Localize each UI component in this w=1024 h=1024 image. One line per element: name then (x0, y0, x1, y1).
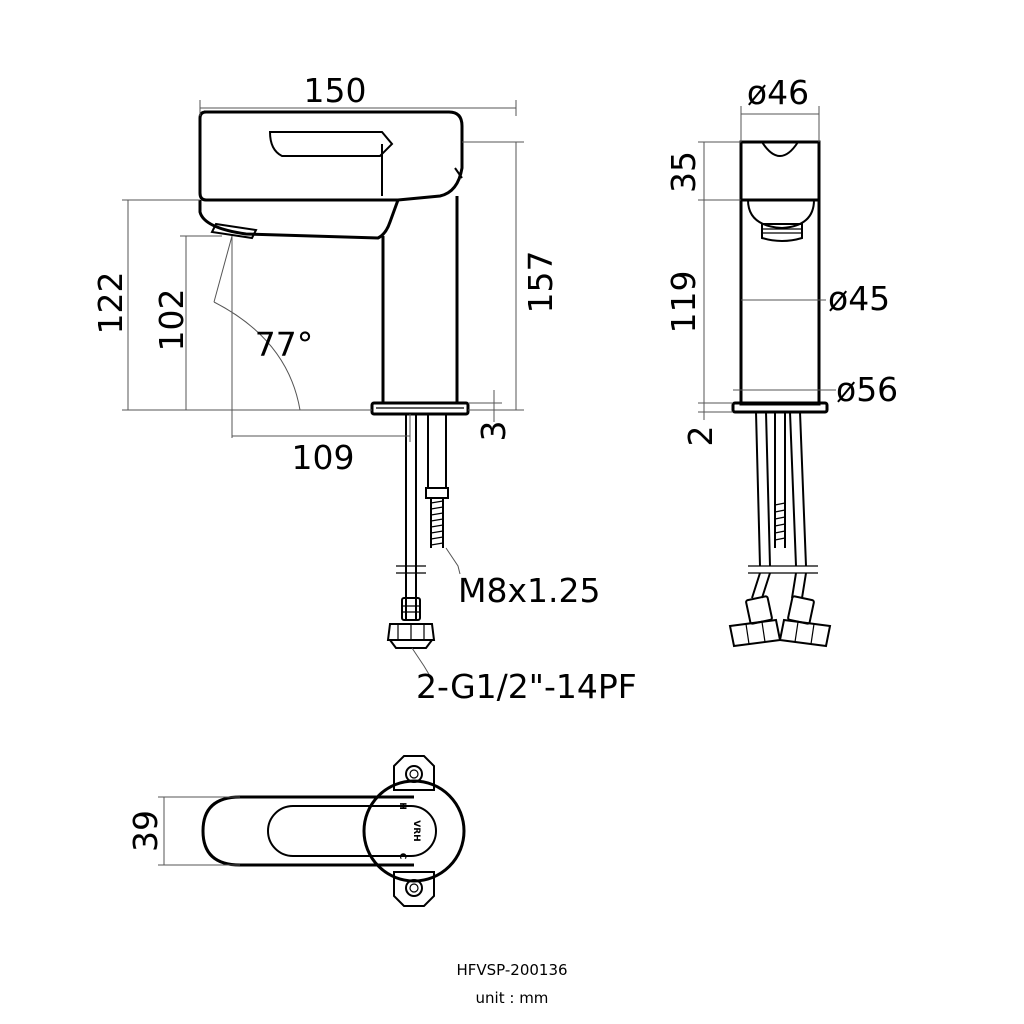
front-aerator (747, 199, 815, 242)
side-threaded-stud (430, 498, 444, 548)
stud-leader (445, 547, 461, 575)
side-reach-label: 109 (292, 438, 355, 477)
hose-leader (411, 647, 431, 677)
top-handle-outline (201, 795, 414, 867)
side-width-label: 150 (304, 71, 367, 110)
model-code: HFVSP-200136 (456, 961, 567, 979)
side-view: 150 157 122 102 77° 109 3 M8x1.25 2-G1/2… (91, 71, 637, 706)
front-base-diameter-label: ø56 (836, 370, 898, 409)
side-spout-height-label: 122 (91, 272, 130, 335)
side-base-thickness-label: 3 (474, 421, 513, 442)
front-base-thickness-label: 2 (681, 426, 720, 447)
front-body-height-label: 119 (664, 271, 703, 334)
hot-mark: H (397, 802, 407, 810)
stud-thread-label: M8x1.25 (458, 571, 600, 610)
cold-mark: C (397, 853, 407, 860)
front-top-diameter-label: ø46 (747, 73, 809, 112)
unit-label: unit : mm (476, 989, 549, 1007)
front-handle (739, 140, 821, 202)
top-dimensions (158, 796, 240, 866)
front-base-plate (731, 401, 829, 414)
top-mounting-lug-upper (393, 755, 435, 791)
brand-logo-text: VRH (411, 820, 421, 841)
side-spout (198, 199, 400, 240)
side-handle-recess (268, 131, 394, 157)
side-hose-fitting (386, 597, 436, 649)
side-total-height-label: 157 (521, 251, 560, 314)
front-handle-height-label: 35 (664, 151, 703, 193)
hose-connection-label: 2-G1/2"-14PF (416, 667, 637, 706)
top-body-circle (362, 779, 466, 883)
front-view: ø46 35 119 ø45 ø56 2 (664, 73, 898, 648)
top-handle-width-label: 39 (126, 810, 165, 852)
side-dimensions (122, 100, 524, 442)
top-handle-recess (267, 805, 437, 857)
front-handle-recess (761, 141, 799, 157)
side-angle-label: 77° (255, 325, 314, 364)
top-view: H C VRH 39 (126, 755, 466, 907)
side-base-plate (370, 401, 470, 416)
side-stud-body (427, 413, 447, 489)
front-dimensions (698, 106, 836, 420)
front-body-diameter-label: ø45 (828, 279, 890, 318)
top-mounting-lug-lower (393, 871, 435, 907)
front-body (739, 198, 821, 406)
front-hoses (728, 411, 832, 648)
side-outlet-height-label: 102 (152, 289, 191, 352)
side-aerator (210, 222, 258, 240)
